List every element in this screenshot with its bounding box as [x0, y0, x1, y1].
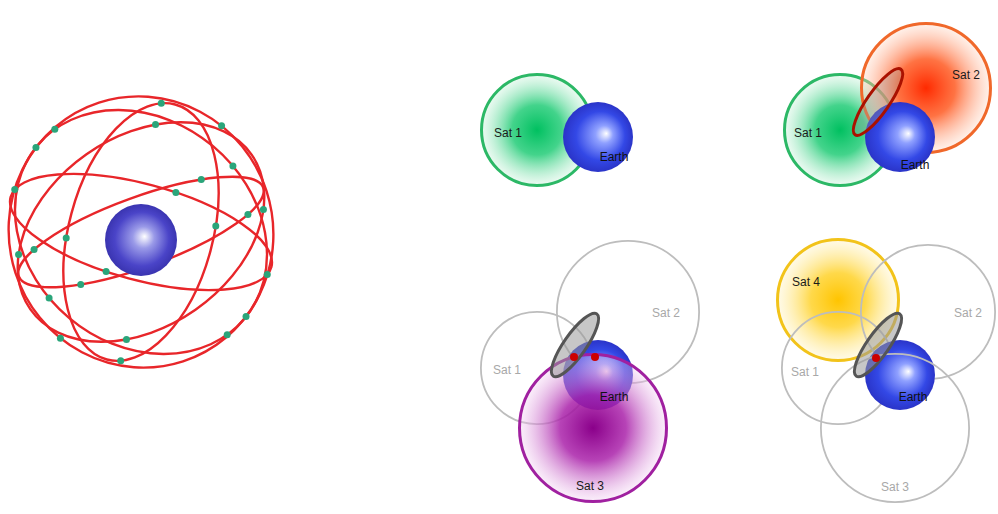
intersection-ring: [846, 63, 910, 141]
intersection-ring: [544, 308, 606, 383]
circle-outline: [776, 238, 900, 362]
circle-shape: [865, 102, 935, 172]
satellite-dot: [46, 294, 53, 301]
satellite-dot: [260, 206, 267, 213]
circle-shape: [563, 102, 633, 172]
satellite-dot: [117, 357, 124, 364]
orbit-path: [0, 59, 316, 404]
satellite-dot: [11, 186, 18, 193]
satellite-dot: [224, 331, 231, 338]
node-label: Sat 1: [494, 126, 522, 140]
satellite-dot: [212, 222, 219, 229]
circle-shape: [865, 340, 935, 410]
satellite-dot: [152, 121, 159, 128]
orbit-path: [37, 86, 244, 378]
node-label: Sat 2: [652, 306, 680, 320]
orbit-path: [7, 155, 275, 310]
satellite-dot: [172, 189, 179, 196]
circle-shape: [778, 240, 899, 361]
satellite-dot: [243, 313, 250, 320]
node-label: Sat 3: [576, 479, 604, 493]
satellite-dot: [198, 176, 205, 183]
earth-circle: Earth: [563, 102, 633, 172]
satellite-dot: [51, 126, 58, 133]
node-label: Sat 1: [493, 363, 521, 377]
satellite-dot: [63, 235, 70, 242]
satellite-range: Sat 3: [820, 353, 970, 503]
position-dot: [591, 353, 599, 361]
circle-shape: [520, 355, 667, 502]
node-label: Sat 3: [881, 480, 909, 494]
satellite-dot: [158, 100, 165, 107]
position-dot: [872, 354, 880, 362]
satellite-dot: [244, 211, 251, 218]
node-label: Earth: [600, 150, 629, 164]
satellite-dot: [103, 268, 110, 275]
earth-circle: Earth: [865, 340, 935, 410]
earth-globe: [105, 204, 177, 276]
node-label: Sat 1: [791, 365, 819, 379]
satellite-dot: [57, 335, 64, 342]
circle-shape: [821, 354, 969, 502]
node-label: Sat 2: [952, 68, 980, 82]
satellite-range: Sat 4: [776, 238, 900, 362]
node-label: Earth: [899, 390, 928, 404]
node-label: Sat 2: [954, 306, 982, 320]
node-label: Sat 4: [792, 275, 820, 289]
satellite-dot: [31, 246, 38, 253]
satellite-range: Sat 3: [518, 353, 668, 503]
node-label: Sat 1: [794, 126, 822, 140]
earth-circle: Earth: [865, 102, 935, 172]
intersection-ring: [847, 308, 909, 383]
satellite-dot: [77, 281, 84, 288]
satellite-dot: [123, 336, 130, 343]
satellite-dot: [229, 163, 236, 170]
satellite-dot: [32, 144, 39, 151]
satellite-dot: [218, 122, 225, 129]
position-dot: [570, 353, 578, 361]
node-label: Earth: [600, 390, 629, 404]
orbit-path: [0, 62, 309, 402]
satellite-dot: [15, 251, 22, 258]
satellite-group: [11, 100, 271, 364]
orbit-path: [0, 77, 306, 388]
orbit-group: [0, 59, 316, 404]
node-label: Earth: [901, 158, 930, 172]
satellite-dot: [264, 271, 271, 278]
